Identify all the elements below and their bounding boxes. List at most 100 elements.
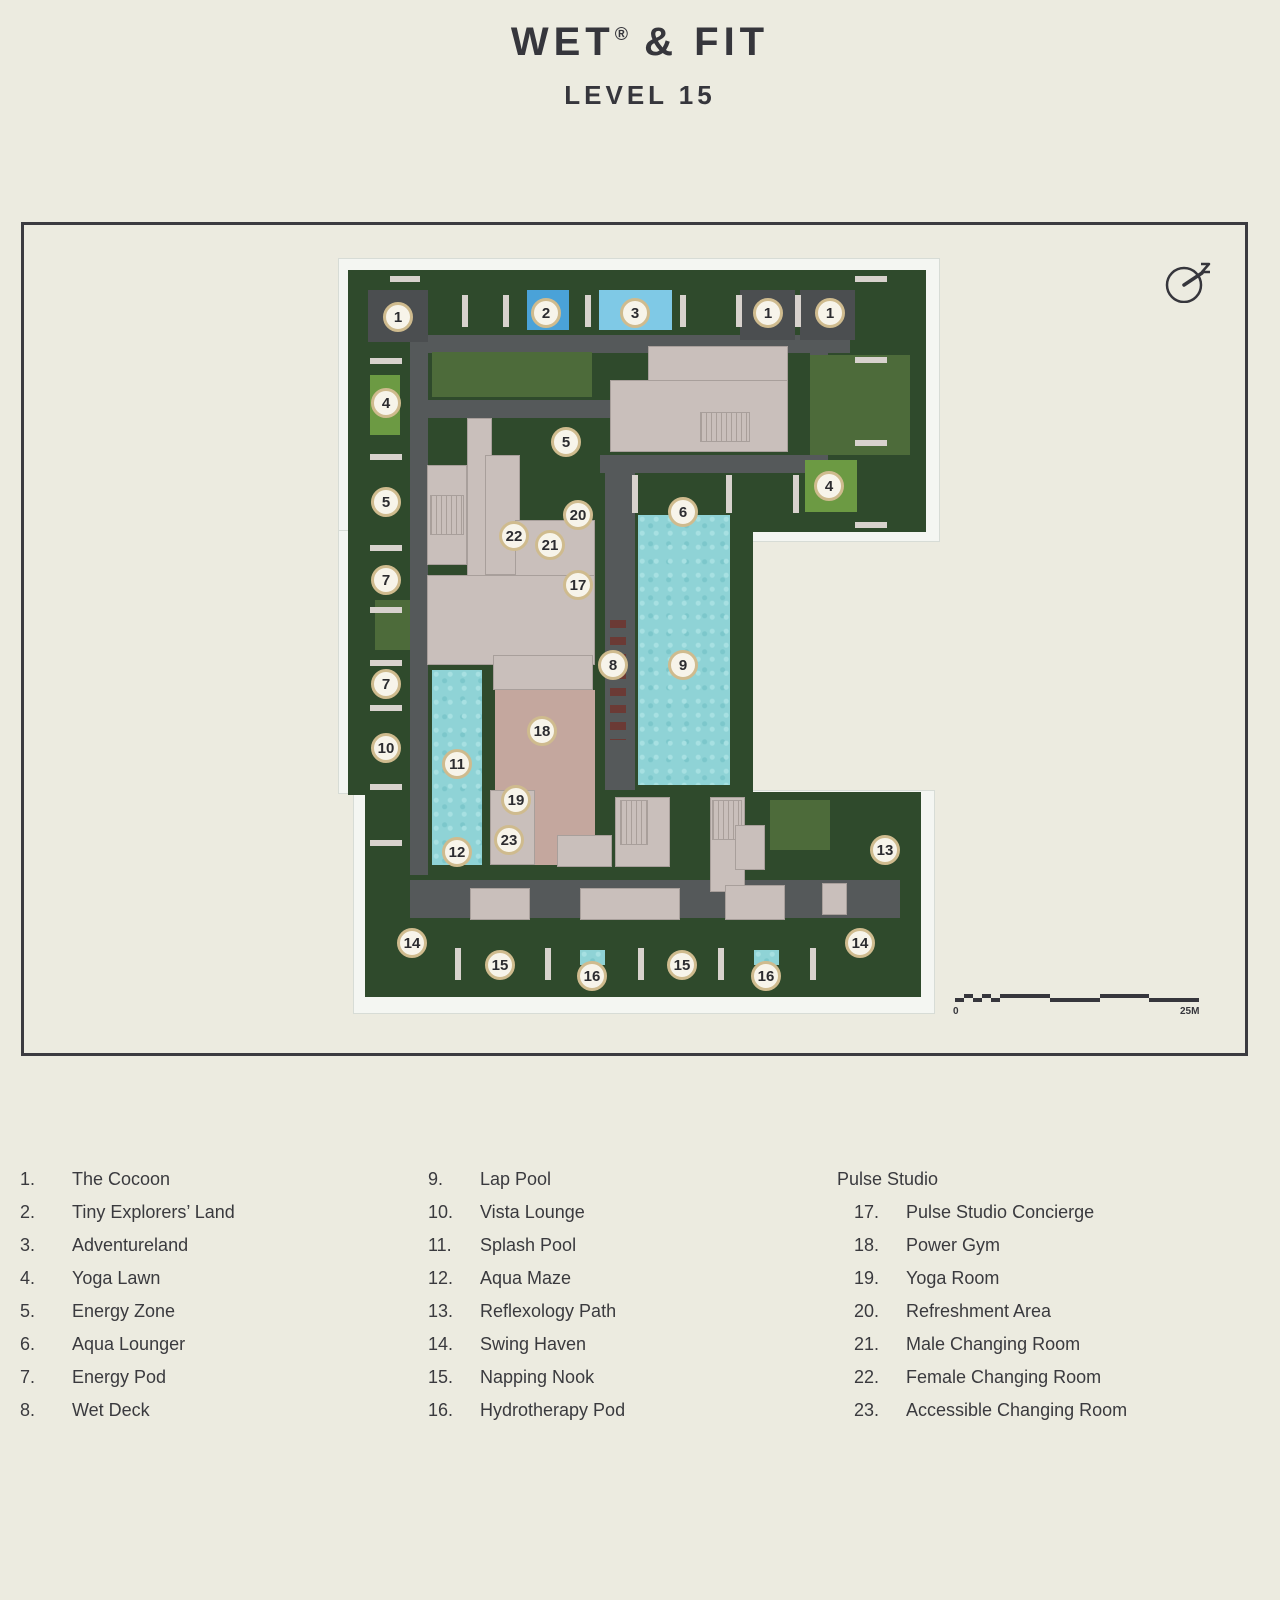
map-marker-13[interactable]: 13 xyxy=(870,835,900,865)
bench xyxy=(370,660,402,666)
map-marker-8[interactable]: 8 xyxy=(598,650,628,680)
marker-number: 14 xyxy=(403,934,421,952)
bench xyxy=(503,295,509,327)
map-marker-18[interactable]: 18 xyxy=(527,716,557,746)
bench xyxy=(545,948,551,980)
path xyxy=(410,335,428,875)
map-marker-12[interactable]: 12 xyxy=(442,837,472,867)
legend-item: 21.Male Changing Room xyxy=(837,1328,1127,1361)
map-marker-16[interactable]: 16 xyxy=(751,961,781,991)
map-marker-7[interactable]: 7 xyxy=(371,565,401,595)
marker-number: 2 xyxy=(541,304,551,322)
map-marker-1[interactable]: 1 xyxy=(383,302,413,332)
map-marker-9[interactable]: 9 xyxy=(668,650,698,680)
map-frame xyxy=(21,222,1248,1056)
marker-number: 5 xyxy=(381,493,391,511)
marker-number: 4 xyxy=(824,477,834,495)
bench xyxy=(370,705,402,711)
map-marker-17[interactable]: 17 xyxy=(563,570,593,600)
legend-number: 11. xyxy=(428,1235,452,1255)
legend-column-2: 9.Lap Pool 10.Vista Lounge 11.Splash Poo… xyxy=(428,1163,625,1427)
map-marker-1[interactable]: 1 xyxy=(753,298,783,328)
marker-number: 18 xyxy=(533,722,551,740)
legend-number: 13. xyxy=(428,1301,454,1321)
marker-number: 20 xyxy=(569,506,587,524)
map-marker-14[interactable]: 14 xyxy=(397,928,427,958)
marker-number: 1 xyxy=(825,304,835,322)
map-marker-4[interactable]: 4 xyxy=(371,388,401,418)
map-marker-5[interactable]: 5 xyxy=(551,427,581,457)
legend-group-title: Pulse Studio xyxy=(837,1169,939,1189)
legend-item: 12. Aqua Maze xyxy=(428,1262,625,1295)
bench xyxy=(462,295,468,327)
bench xyxy=(370,454,402,460)
legend-number: 3. xyxy=(20,1235,36,1255)
map-marker-6[interactable]: 6 xyxy=(668,497,698,527)
legend-item: 20.Refreshment Area xyxy=(837,1295,1127,1328)
bench xyxy=(370,607,402,613)
legend-label: Swing Haven xyxy=(480,1334,587,1354)
path xyxy=(410,400,610,418)
map-marker-11[interactable]: 11 xyxy=(442,749,472,779)
marker-number: 7 xyxy=(381,571,391,589)
legend-label: Power Gym xyxy=(906,1235,1001,1255)
planting-bed xyxy=(810,355,910,455)
legend-label: Tiny Explorers’ Land xyxy=(72,1202,235,1222)
stairs xyxy=(430,495,464,535)
map-marker-19[interactable]: 19 xyxy=(501,785,531,815)
scale-bar: 0 25M xyxy=(953,990,1205,1020)
bench xyxy=(370,840,402,846)
legend-number: 8. xyxy=(20,1400,36,1420)
legend-label: Yoga Room xyxy=(906,1268,1000,1288)
legend-number: 21. xyxy=(854,1334,880,1354)
bench xyxy=(455,948,461,980)
level-subtitle: LEVEL 15 xyxy=(564,80,716,110)
map-marker-14[interactable]: 14 xyxy=(845,928,875,958)
legend-number: 4. xyxy=(20,1268,36,1288)
legend-number: 18. xyxy=(854,1235,880,1255)
marker-number: 21 xyxy=(541,536,559,554)
map-marker-22[interactable]: 22 xyxy=(499,521,529,551)
map-marker-16[interactable]: 16 xyxy=(577,961,607,991)
marker-number: 11 xyxy=(449,755,465,773)
legend-item: 10.Vista Lounge xyxy=(428,1196,625,1229)
map-marker-21[interactable]: 21 xyxy=(535,530,565,560)
building-block xyxy=(648,346,788,382)
map-marker-23[interactable]: 23 xyxy=(494,825,524,855)
building-block xyxy=(822,883,847,915)
map-marker-5[interactable]: 5 xyxy=(371,487,401,517)
legend-label: Hydrotherapy Pod xyxy=(480,1400,626,1420)
legend-number: 6. xyxy=(20,1334,36,1354)
legend-number: 12. xyxy=(428,1268,454,1288)
map-marker-10[interactable]: 10 xyxy=(371,733,401,763)
map-marker-15[interactable]: 15 xyxy=(485,950,515,980)
scale-bar-graphic xyxy=(955,994,1199,1002)
legend-item: 7.Energy Pod xyxy=(20,1361,235,1394)
legend-label: Female Changing Room xyxy=(906,1367,1102,1387)
marker-number: 16 xyxy=(757,967,775,985)
legend-number: 5. xyxy=(20,1301,36,1321)
map-marker-2[interactable]: 2 xyxy=(531,298,561,328)
page-title: WET® & FIT xyxy=(0,20,1280,65)
legend-item: 13.Reflexology Path xyxy=(428,1295,625,1328)
legend-number: 14. xyxy=(428,1334,454,1354)
bench xyxy=(855,276,887,282)
legend-item: 5.Energy Zone xyxy=(20,1295,235,1328)
legend-item: 8.Wet Deck xyxy=(20,1394,235,1427)
marker-number: 5 xyxy=(561,433,571,451)
legend-label: Aqua Maze xyxy=(480,1268,572,1288)
map-marker-3[interactable]: 3 xyxy=(620,298,650,328)
legend-item: 18. Power Gym xyxy=(837,1229,1127,1262)
registered-mark: ® xyxy=(614,24,629,44)
map-marker-15[interactable]: 15 xyxy=(667,950,697,980)
marker-number: 9 xyxy=(678,656,688,674)
map-marker-4[interactable]: 4 xyxy=(814,471,844,501)
legend-label: Energy Pod xyxy=(72,1367,167,1387)
map-marker-20[interactable]: 20 xyxy=(563,500,593,530)
legend-item: 6.Aqua Lounger xyxy=(20,1328,235,1361)
building-block xyxy=(493,655,593,690)
map-marker-1[interactable]: 1 xyxy=(815,298,845,328)
bench xyxy=(390,276,420,282)
map-marker-7[interactable]: 7 xyxy=(371,669,401,699)
legend-item: 9.Lap Pool xyxy=(428,1163,625,1196)
